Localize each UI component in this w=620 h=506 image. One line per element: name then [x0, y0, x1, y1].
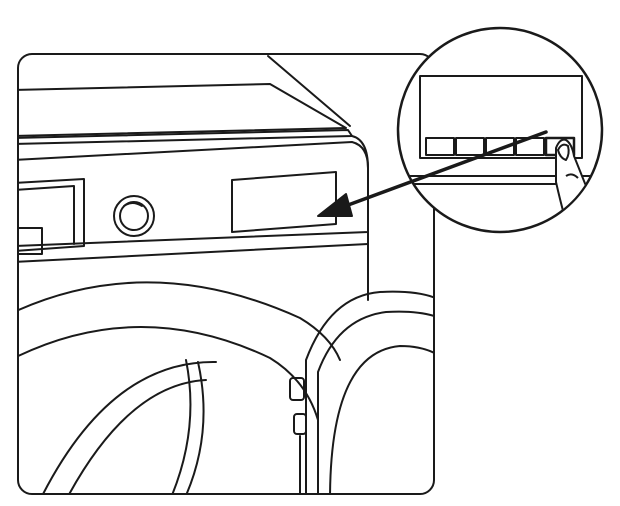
control-panel-bottom-edge — [18, 243, 369, 263]
pointer-arrow-icon — [317, 130, 548, 217]
detergent-drawer-handle — [18, 227, 43, 255]
open-door-outer — [305, 290, 434, 494]
open-door-inner — [317, 310, 434, 494]
display-button-1 — [425, 137, 455, 156]
detergent-drawer-inner — [18, 185, 75, 245]
display-button-3 — [485, 137, 515, 156]
program-dial-inner — [119, 201, 149, 231]
door-ring-outer — [18, 281, 341, 361]
scene-frame — [17, 53, 435, 495]
fingernail — [557, 143, 570, 161]
washer-top-edge — [18, 129, 353, 145]
washer-top-panel — [18, 83, 347, 137]
control-panel-side — [351, 135, 369, 169]
door-glass-reflection — [65, 379, 207, 494]
callout-magnifier — [396, 26, 604, 234]
drum-highlight-2 — [183, 361, 205, 494]
open-door-gasket — [329, 345, 434, 494]
door-hinge-bottom — [293, 413, 307, 435]
callout-display-panel — [419, 75, 583, 159]
detergent-drawer — [18, 178, 85, 252]
washer-scene — [18, 55, 434, 494]
program-dial-icon — [113, 195, 155, 237]
door-hinge-top — [289, 377, 305, 401]
display-button-2 — [455, 137, 485, 156]
washer-top-back-edge — [267, 55, 351, 127]
door-glass — [39, 360, 217, 494]
display-window — [231, 171, 337, 233]
door-ring-inner — [18, 326, 319, 494]
drum-highlight-1 — [169, 359, 192, 494]
control-panel — [18, 141, 369, 247]
